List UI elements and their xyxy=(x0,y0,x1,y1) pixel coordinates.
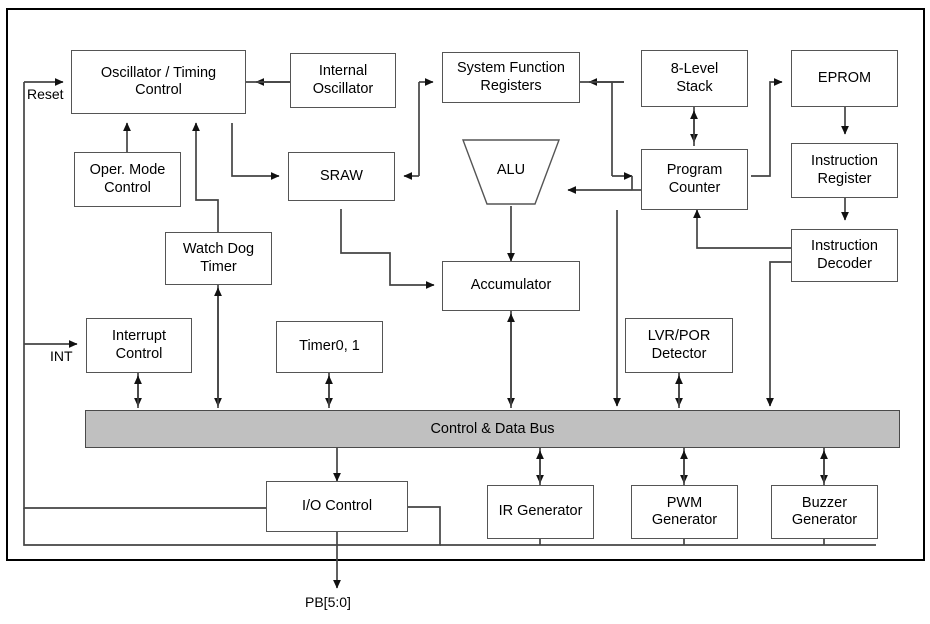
chip-boundary-frame xyxy=(6,8,925,561)
block-interrupt-control[interactable]: Interrupt Control xyxy=(86,318,192,373)
block-label-line: System Function xyxy=(457,60,565,77)
block-label-line: Program xyxy=(666,162,723,179)
block-internal-oscillator[interactable]: Internal Oscillator xyxy=(290,53,396,108)
block-label-line: EPROM xyxy=(817,69,872,86)
block-label-line: Generator xyxy=(791,512,858,528)
block-label-line: 8-Level xyxy=(670,61,719,78)
block-label-line: Watch Dog xyxy=(182,241,255,258)
block-label-line: Detector xyxy=(651,345,707,362)
block-label-line: Accumulator xyxy=(470,277,552,294)
block-label-line: Register xyxy=(817,170,872,187)
control-and-data-bus[interactable]: Control & Data Bus xyxy=(85,410,900,448)
block-label-line: LVR/POR xyxy=(647,328,711,345)
block-label-line: I/O Control xyxy=(301,497,373,514)
block-label-line: Control xyxy=(115,345,163,362)
pin-label-int: INT xyxy=(50,348,73,364)
block-eprom[interactable]: EPROM xyxy=(791,50,898,107)
block-alu[interactable]: ALU xyxy=(458,136,564,208)
bus-label: Control & Data Bus xyxy=(430,421,555,437)
block-label-line: Buzzer xyxy=(801,494,848,511)
block-timer0-1[interactable]: Timer0, 1 xyxy=(276,321,383,373)
block-sraw[interactable]: SRAW xyxy=(288,152,395,201)
block-oscillator-timing-control[interactable]: Oscillator / Timing Control xyxy=(71,50,246,114)
block-label-line: SRAW xyxy=(320,167,363,184)
block-program-counter[interactable]: Program Counter xyxy=(641,149,748,210)
block-label-line: Timer xyxy=(200,258,237,275)
block-label-line: Generator xyxy=(651,512,718,528)
block-buzzer-generator[interactable]: Buzzer Generator xyxy=(771,485,878,539)
block-instruction-register[interactable]: Instruction Register xyxy=(791,143,898,198)
block-label-line: Control xyxy=(104,179,151,196)
block-ir-generator[interactable]: IR Generator xyxy=(487,485,594,539)
alu-shape xyxy=(461,139,561,205)
block-label-line: Stack xyxy=(676,78,713,95)
block-pwm-generator[interactable]: PWM Generator xyxy=(631,485,738,539)
block-8-level-stack[interactable]: 8-Level Stack xyxy=(641,50,748,107)
block-label-line: IR Generator xyxy=(498,503,583,520)
pin-label-pb: PB[5:0] xyxy=(305,594,351,610)
block-watch-dog-timer[interactable]: Watch Dog Timer xyxy=(165,232,272,285)
block-label-line: Internal xyxy=(318,63,368,80)
block-label-line: Oscillator / Timing xyxy=(100,64,217,81)
block-oper-mode-control[interactable]: Oper. Mode Control xyxy=(74,152,181,207)
block-label-line: Oper. Mode xyxy=(89,162,166,179)
pin-label-reset: Reset xyxy=(27,86,64,102)
block-label-line: Counter xyxy=(668,179,721,196)
block-lvr-por-detector[interactable]: LVR/POR Detector xyxy=(625,318,733,373)
block-accumulator[interactable]: Accumulator xyxy=(442,261,580,311)
block-label-line: Instruction xyxy=(811,238,878,255)
block-label-line: Control xyxy=(135,82,182,98)
block-system-function-registers[interactable]: System Function Registers xyxy=(442,52,580,103)
block-label-line: ALU xyxy=(496,162,526,178)
block-io-control[interactable]: I/O Control xyxy=(266,481,408,532)
block-label-line: Timer0, 1 xyxy=(299,338,360,355)
block-label-line: Decoder xyxy=(817,255,872,272)
block-label-line: Registers xyxy=(480,77,542,94)
block-instruction-decoder[interactable]: Instruction Decoder xyxy=(791,229,898,282)
block-label-line: PWM xyxy=(666,494,703,511)
block-label-line: Instruction xyxy=(811,153,878,170)
block-label-line: Interrupt xyxy=(112,328,166,345)
block-label-line: Oscillator xyxy=(312,80,374,97)
